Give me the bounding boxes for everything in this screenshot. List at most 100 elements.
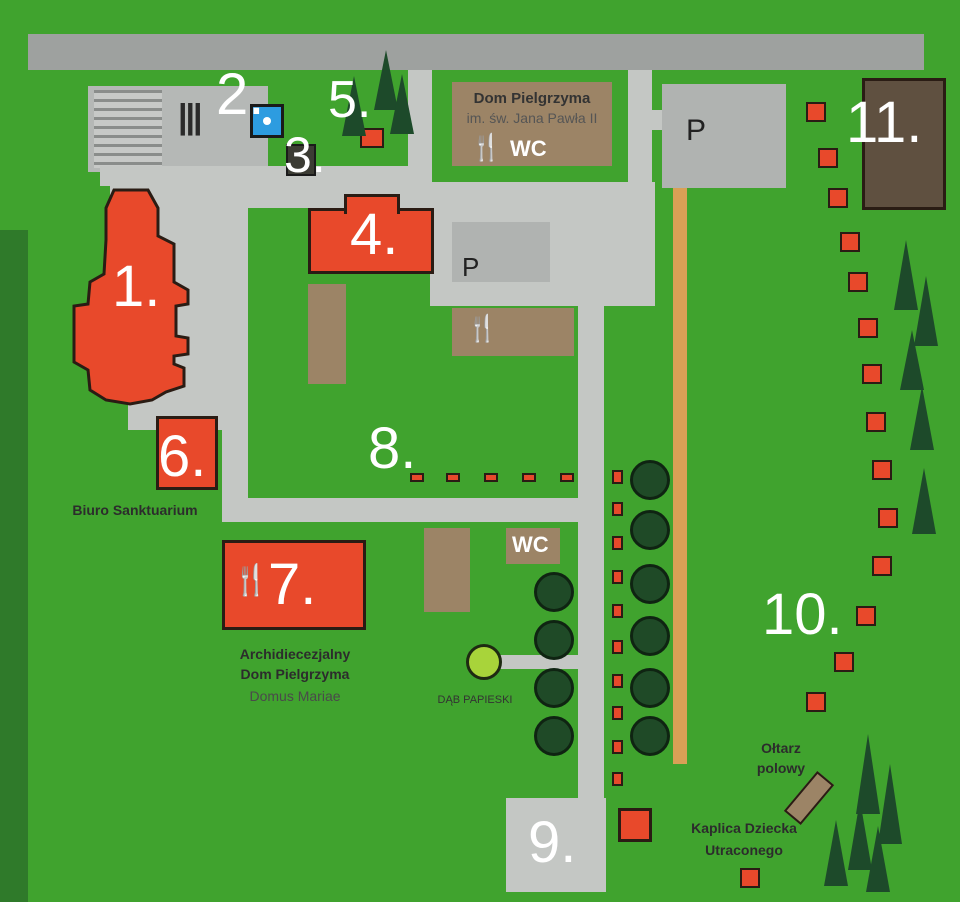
marker-square-9: [618, 808, 652, 842]
station-marker: [858, 318, 878, 338]
marker-8: [484, 473, 498, 482]
restaurant-icon: 🍴: [470, 132, 503, 162]
marker-8: [410, 473, 424, 482]
wc-label-lower: WC: [512, 532, 549, 557]
field-altar-icon: [783, 771, 835, 825]
building-11: [862, 78, 946, 210]
station-marker: [740, 868, 760, 888]
archi-label-line2: Dom Pielgrzyma: [240, 666, 350, 682]
pine-tree-icon: [910, 386, 934, 450]
path-to-oak: [500, 655, 580, 669]
church-building: [72, 188, 190, 406]
round-tree-icon: [534, 668, 574, 708]
station-marker: [818, 148, 838, 168]
pine-tree-icon: [866, 826, 890, 892]
marker-small: [612, 674, 623, 688]
round-tree-icon: [630, 510, 670, 550]
pine-tree-icon: [912, 468, 936, 534]
station-marker: [848, 272, 868, 292]
number-5: 5.: [328, 71, 372, 129]
marker-small: [612, 706, 623, 720]
pine-tree-icon: [824, 820, 848, 886]
kaplica-label-line2: Utraconego: [705, 842, 783, 858]
station-marker: [866, 412, 886, 432]
building-5: [360, 128, 384, 148]
pine-tree-icon: [900, 330, 924, 390]
number-9: 9.: [528, 810, 577, 875]
marker-small: [612, 470, 623, 484]
parking-lot-top: [662, 84, 786, 188]
oltarz-label-line1: Ołtarz: [761, 740, 801, 756]
oltarz-label-line2: polowy: [756, 760, 806, 776]
station-marker: [872, 556, 892, 576]
round-tree-icon: [534, 620, 574, 660]
marker-small: [612, 570, 623, 584]
station-marker: [856, 606, 876, 626]
station-marker: [806, 102, 826, 122]
building-3: [286, 144, 316, 176]
round-tree-icon: [630, 616, 670, 656]
station-marker: [862, 364, 882, 384]
brown-block-center-left: [308, 284, 346, 384]
restaurant-building: [452, 308, 574, 356]
station-marker: [806, 692, 826, 712]
orange-footpath: [673, 186, 687, 764]
stairs-block: [94, 90, 162, 168]
kaplica-label-line1: Kaplica Dziecka: [691, 820, 797, 836]
building-6-biuro: [156, 416, 218, 490]
building-4-fill: [347, 206, 397, 214]
number-2: 2.: [216, 62, 265, 127]
marker-small: [612, 772, 623, 786]
number-1-church: 1.: [112, 254, 161, 319]
parking-label-top: P: [686, 114, 707, 147]
parking-label-middle: P: [462, 252, 480, 282]
number-10: 10.: [762, 582, 843, 647]
domus-label: Domus Mariae: [249, 688, 341, 704]
marker-small: [612, 604, 623, 618]
path-to-parking-top: [628, 110, 668, 130]
number-8: 8.: [368, 416, 417, 481]
marker-small: [612, 502, 623, 516]
brown-block-lower: [424, 528, 470, 612]
round-tree-icon: [630, 716, 670, 756]
marker-8: [446, 473, 460, 482]
marker-small: [612, 740, 623, 754]
round-tree-icon: [630, 564, 670, 604]
number-3: 3.: [284, 127, 326, 183]
parking-lot-middle: [452, 222, 550, 282]
number-7: 7.: [268, 552, 317, 617]
dab-papieski-label: DĄB PAPIESKI: [437, 694, 513, 706]
round-tree-icon: [630, 668, 670, 708]
area-9: [506, 798, 606, 892]
pine-tree-icon: [390, 74, 414, 134]
wc-label: WC: [510, 136, 547, 161]
biuro-label: Biuro Sanktuarium: [72, 502, 198, 518]
top-road: [28, 34, 924, 70]
round-tree-icon: [630, 460, 670, 500]
marker-small: [612, 640, 623, 654]
station-marker: [872, 460, 892, 480]
papal-oak-icon: [466, 644, 502, 680]
round-tree-icon: [534, 716, 574, 756]
path-right-vertical: [578, 300, 604, 800]
restaurant-icon: 🍴: [466, 313, 499, 343]
station-marker: [828, 188, 848, 208]
lanes-icon: |||: [178, 98, 203, 136]
left-edge-strip: [0, 230, 28, 902]
restaurant-icon: 🍴: [232, 564, 270, 597]
dom-pielgrzyma-label: Dom Pielgrzyma: [473, 90, 591, 107]
station-marker: [834, 652, 854, 672]
number-6: 6.: [158, 424, 207, 489]
path-north-connector-2: [628, 70, 652, 300]
marker-8: [560, 473, 574, 482]
marker-8: [522, 473, 536, 482]
path-upper-left-connector: [100, 166, 430, 186]
round-tree-icon: [534, 572, 574, 612]
dom-pielgrzyma-building: [452, 82, 612, 166]
marker-small: [612, 536, 623, 550]
wc-building-lower: [506, 528, 560, 564]
number-11: 11.: [846, 90, 923, 155]
pine-tree-icon: [342, 76, 366, 136]
number-4: 4.: [350, 202, 399, 267]
